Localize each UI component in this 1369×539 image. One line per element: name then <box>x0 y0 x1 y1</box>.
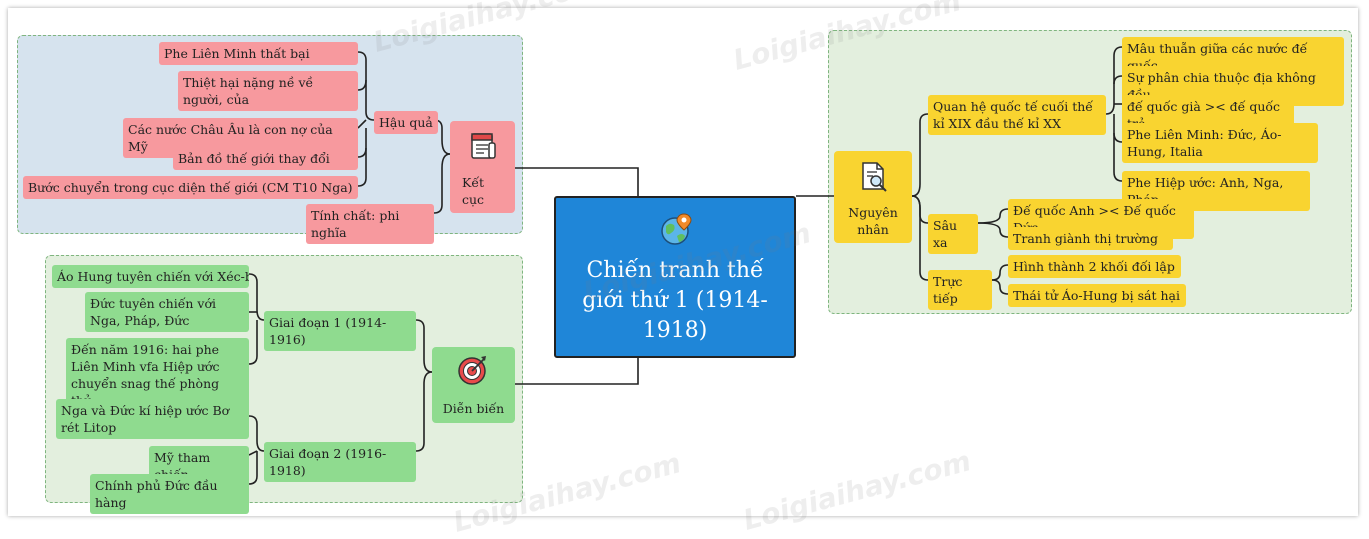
quan-he-node[interactable]: Quan hệ quốc tế cuối thế kỉ XIX đầu thế … <box>928 95 1106 135</box>
tinh-chat-node[interactable]: Tính chất: phi nghĩa <box>306 204 434 244</box>
connector-lines <box>248 46 1123 485</box>
truc-tiep-item-2[interactable]: Thái tử Áo-Hung bị sát hại <box>1008 284 1186 307</box>
gd1-item-1[interactable]: Áo Hung tuyên chiến với Xéc-bi <box>52 265 249 288</box>
newspaper-icon <box>471 133 496 159</box>
sau-xa-node[interactable]: Sâu xa <box>928 214 978 254</box>
hau-qua-item-4[interactable]: Bản đồ thế giới thay đổi <box>173 147 358 170</box>
gd2-item-3[interactable]: Chính phủ Đức đầu hàng <box>90 474 249 514</box>
line-center-dienbien <box>515 358 639 385</box>
gd1-item-2[interactable]: Đức tuyên chiến với Nga, Pháp, Đức <box>85 292 249 332</box>
target-icon <box>458 356 486 385</box>
line-dienbien-gd2 <box>415 371 433 452</box>
ket-cuc-label: Kết cục <box>462 175 485 207</box>
center-title: Chiến tranh thế giới thứ 1 (1914-1918) <box>582 258 768 343</box>
center-topic[interactable]: Chiến tranh thế giới thứ 1 (1914-1918) <box>554 196 796 358</box>
line-nn-tructiep <box>911 195 929 281</box>
document-search-icon <box>862 162 887 192</box>
nguyen-nhan-label: Nguyên nhân <box>848 205 898 237</box>
line-nn-quanhe <box>911 113 929 197</box>
line-ketcuc-tinhchat <box>433 153 451 214</box>
quan-he-item-5[interactable]: Phe Hiệp ước: Anh, Nga, Pháp <box>1122 171 1310 211</box>
truc-tiep-item-1[interactable]: Hình thành 2 khối đối lập <box>1008 255 1181 278</box>
ket-cuc-hub[interactable]: Kết cục <box>450 121 515 213</box>
line-ketcuc-hauqua <box>433 119 451 155</box>
hau-qua-node[interactable]: Hậu quả <box>374 111 438 134</box>
giai-doan-1-node[interactable]: Giai đoạn 1 (1914-1916) <box>264 311 416 351</box>
gd2-item-1[interactable]: Nga và Đức kí hiệp ước Bơ rét Litop <box>56 399 249 439</box>
globe-pin-icon <box>661 213 692 245</box>
giai-doan-2-node[interactable]: Giai đoạn 2 (1916-1918) <box>264 442 416 482</box>
truc-tiep-node[interactable]: Trực tiếp <box>928 270 992 310</box>
hau-qua-item-1[interactable]: Phe Liên Minh thất bại <box>159 42 358 65</box>
dien-bien-hub[interactable]: Diễn biến <box>432 347 515 423</box>
quan-he-item-4[interactable]: Phe Liên Minh: Đức, Áo- Hung, Italia <box>1122 123 1318 163</box>
hau-qua-item-2[interactable]: Thiệt hại nặng nề về người, của <box>178 71 358 111</box>
dien-bien-label: Diễn biến <box>442 401 505 416</box>
nguyen-nhan-hub[interactable]: Nguyên nhân <box>834 151 912 243</box>
line-dienbien-gd1 <box>415 319 433 373</box>
line-center-ketcuc <box>515 167 639 196</box>
hau-qua-item-5[interactable]: Bước chuyển trong cục diện thế giới (CM … <box>23 176 358 199</box>
sau-xa-item-2[interactable]: Tranh giành thị trường <box>1008 227 1173 250</box>
